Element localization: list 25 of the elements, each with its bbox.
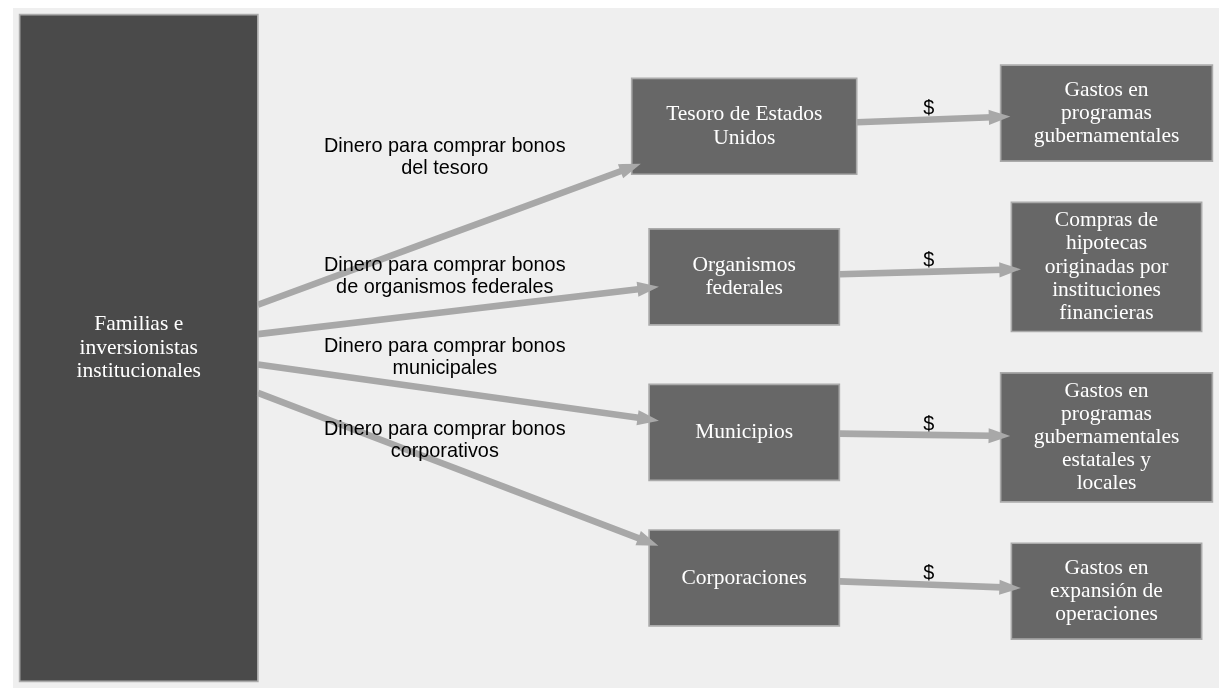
node-box: Organismos federales: [648, 228, 841, 326]
arrow: [839, 578, 1021, 595]
edge-label: Dinero para comprar bonos corporativos: [324, 417, 566, 461]
arrow: [257, 281, 659, 338]
node-box: Municipios: [648, 383, 841, 482]
arrow: [839, 428, 1011, 444]
edge-label: Dinero para comprar bonos municipales: [324, 334, 566, 378]
arrow: [856, 109, 1011, 126]
node-box: Corporaciones: [648, 529, 841, 627]
node-box: Tesoro de Estados Unidos: [630, 77, 858, 176]
node-box: Gastos en programas gubernamentales: [999, 64, 1214, 162]
edge-label: Dinero para comprar bonos de organismos federales: [324, 253, 566, 297]
arrow: [256, 163, 641, 308]
arrow: [256, 389, 659, 546]
node-box: Familias e inversionistas institucionales: [18, 13, 259, 683]
edge-label: $: [923, 412, 935, 435]
edge-label: $: [923, 96, 935, 119]
edge-label: Dinero para comprar bonos del tesoro: [324, 134, 566, 178]
node-box: Gastos en expansión de operaciones: [1010, 542, 1203, 640]
arrow: [257, 361, 659, 426]
arrow: [839, 262, 1021, 278]
node-box: Compras de hipotecas originadas por instituciones financieras: [1010, 201, 1203, 333]
edge-label: $: [923, 248, 935, 271]
edge-label: $: [923, 560, 935, 583]
node-box: Gastos en programas gubernamentales estatales y locales: [999, 372, 1214, 503]
